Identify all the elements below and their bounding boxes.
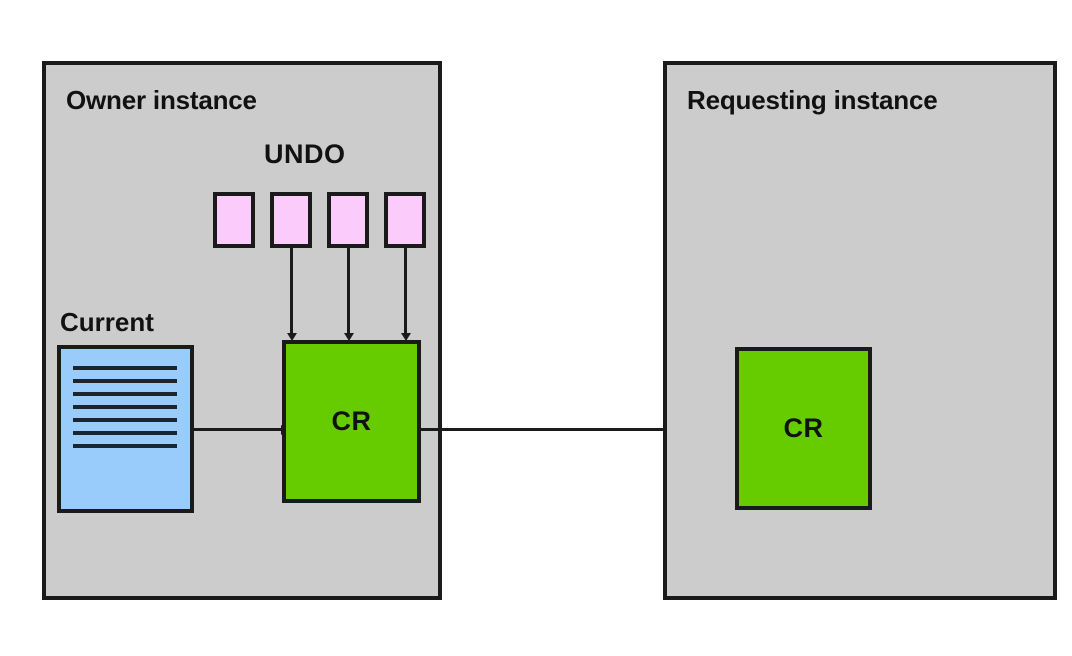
current-label: Current (60, 307, 154, 337)
undo-box-1[interactable] (213, 192, 255, 248)
arrow-undo4-to-cr-icon (400, 248, 411, 341)
arrow-undo3-to-cr-icon (343, 248, 354, 341)
document-line (73, 418, 177, 422)
document-line (73, 366, 177, 370)
document-line (73, 379, 177, 383)
arrow-current-to-cr-icon (194, 424, 289, 435)
document-line (73, 405, 177, 409)
arrow-undo2-to-cr-icon (286, 248, 297, 341)
document-line (73, 444, 177, 448)
undo-box-4[interactable] (384, 192, 426, 248)
undo-label: UNDO (264, 139, 346, 169)
cr-box-requesting[interactable]: CR (735, 347, 872, 510)
requesting-instance-panel: Requesting instance (663, 61, 1057, 600)
cr-box-owner-label: CR (331, 406, 372, 436)
document-lines-icon (73, 366, 177, 457)
document-line (73, 431, 177, 435)
cr-box-requesting-label: CR (783, 413, 824, 443)
current-document-box[interactable] (57, 345, 194, 513)
requesting-instance-title: Requesting instance (687, 85, 938, 115)
document-line (73, 392, 177, 396)
undo-box-3[interactable] (327, 192, 369, 248)
owner-instance-title: Owner instance (66, 85, 257, 115)
undo-box-2[interactable] (270, 192, 312, 248)
cr-box-owner[interactable]: CR (282, 340, 421, 503)
